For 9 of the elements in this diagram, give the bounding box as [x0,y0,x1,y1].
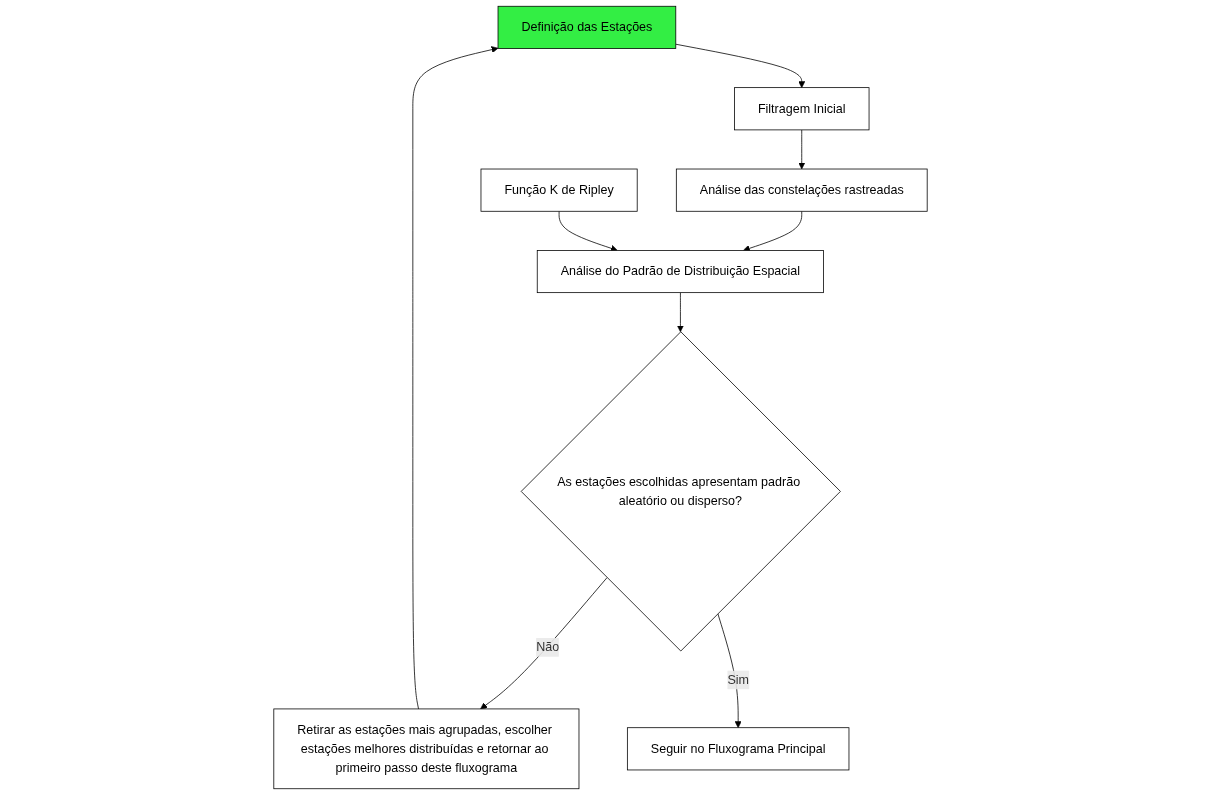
node-box: Definição das Estações [497,5,676,49]
node-box: Retirar as estações mais agrupadas, escolher estações melhores distribuídas e retornar ao primeiro passo deste fluxograma [272,708,579,790]
edge-label: Não [535,640,559,654]
node-box: Seguir no Fluxograma Principal [626,727,849,771]
node-box: Filtragem Inicial [733,87,869,131]
edge-label: Sim [726,672,749,687]
node-box: Análise do Padrão de Distribuição Espacial [536,250,824,294]
node-box: Análise das constelações rastreadas [675,168,928,212]
node-box: Função K de Ripley [480,168,638,212]
